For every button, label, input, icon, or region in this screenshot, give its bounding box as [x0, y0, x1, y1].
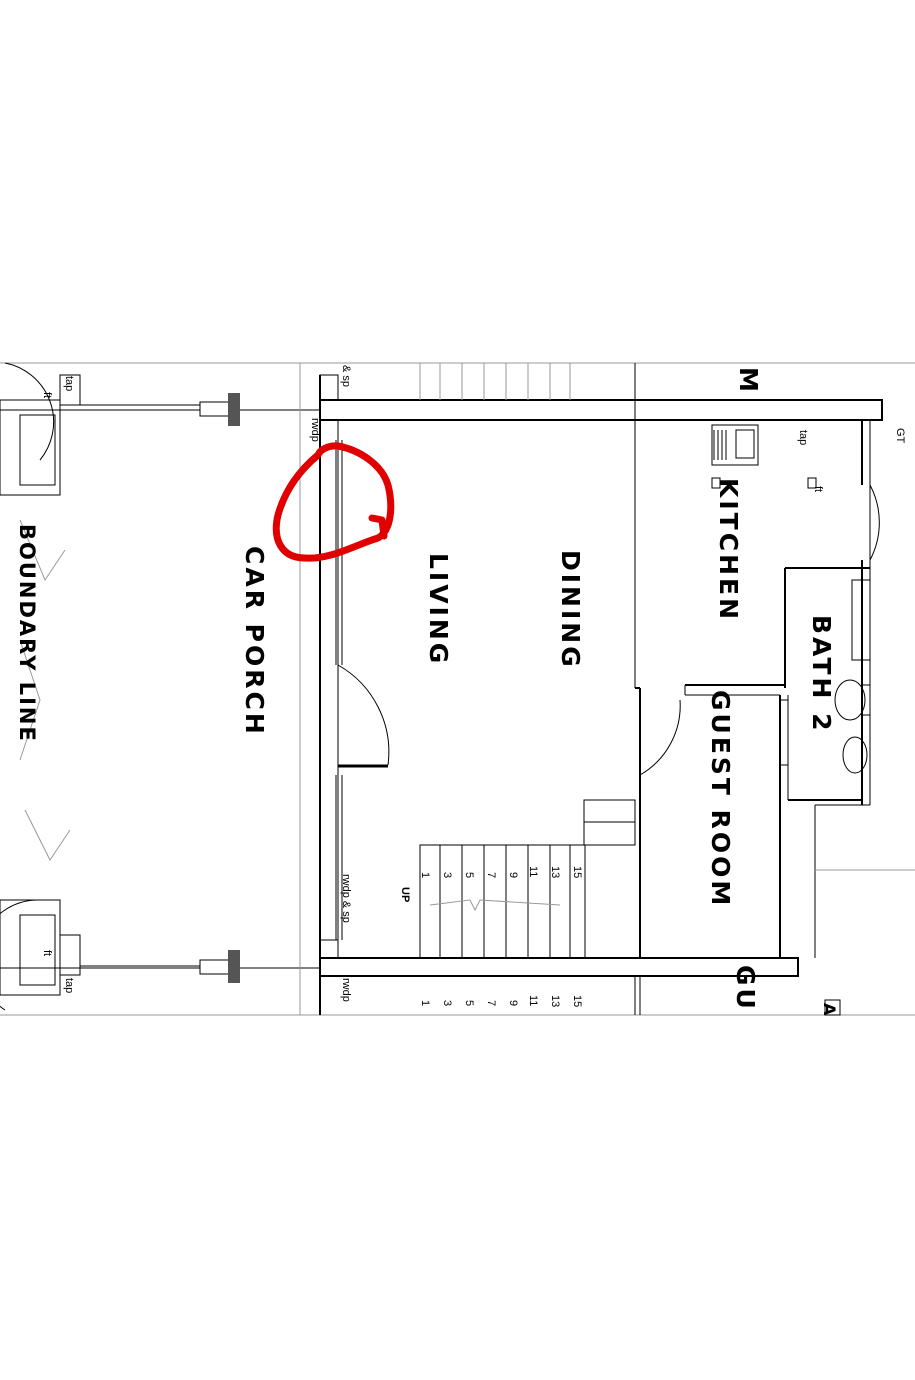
upper-stair-strip: [419, 363, 571, 400]
room-label-partial-right: A: [820, 1003, 839, 1016]
note-rwdp: rwdp: [340, 978, 352, 1002]
stair-number: 13: [549, 995, 561, 1007]
stair-number: 1: [419, 872, 431, 878]
note-ft: ft: [41, 950, 53, 956]
room-label-guest-room-partial: GU: [731, 965, 760, 1012]
kitchen-sink: [711, 424, 759, 466]
room-label-dining: DINING: [556, 550, 585, 670]
house-walls: [319, 363, 883, 1015]
stair-number: 1: [419, 1000, 431, 1006]
stair-number: 13: [549, 866, 561, 878]
note-tap: tap: [63, 376, 75, 391]
bath-fixtures: [834, 579, 871, 774]
stair-number: 9: [507, 872, 519, 878]
stair-numbers: 1 3 5 7 9 11 13 15 1 3 5 7 9 11 13 15: [419, 866, 583, 1007]
stair-number: 7: [485, 1000, 497, 1006]
note-ft: ft: [812, 486, 824, 492]
stair-number: 5: [463, 1000, 475, 1006]
boundary-wall-top: [0, 362, 320, 496]
stair-number: 15: [571, 995, 583, 1007]
stair-number: 9: [507, 1000, 519, 1006]
room-label-kitchen: KITCHEN: [714, 478, 743, 622]
red-annotation-circle: [272, 442, 395, 562]
stair-number: 11: [527, 866, 539, 877]
room-label-guest-room: GUEST ROOM: [706, 690, 735, 908]
stair-number: 11: [527, 995, 539, 1006]
boundary-wall-bottom: [0, 899, 320, 1011]
note-rwdp-sp: rwdp & sp: [340, 874, 352, 923]
note-rwdp: rwdp: [309, 418, 321, 442]
room-label-car-porch: CAR PORCH: [240, 546, 269, 737]
stair-number: 7: [485, 872, 497, 878]
note-sp: & sp: [340, 365, 352, 387]
room-label-bath-2: BATH 2: [807, 615, 836, 734]
boundary-line-label: BOUNDARY LINE: [15, 524, 39, 743]
note-gt: GT: [894, 428, 906, 444]
stair-number: 3: [441, 872, 453, 878]
note-ft: ft: [41, 392, 53, 398]
note-tap: tap: [63, 978, 75, 993]
stair-number: 5: [463, 872, 475, 878]
stair-number: 15: [571, 866, 583, 878]
note-up: UP: [399, 887, 411, 902]
stair-number: 3: [441, 1000, 453, 1006]
gate-symbols: [19, 519, 71, 861]
room-label-partial-top: M: [734, 367, 763, 392]
staircase: [419, 844, 586, 959]
room-label-living: LIVING: [424, 553, 453, 666]
note-tap: tap: [797, 430, 809, 445]
